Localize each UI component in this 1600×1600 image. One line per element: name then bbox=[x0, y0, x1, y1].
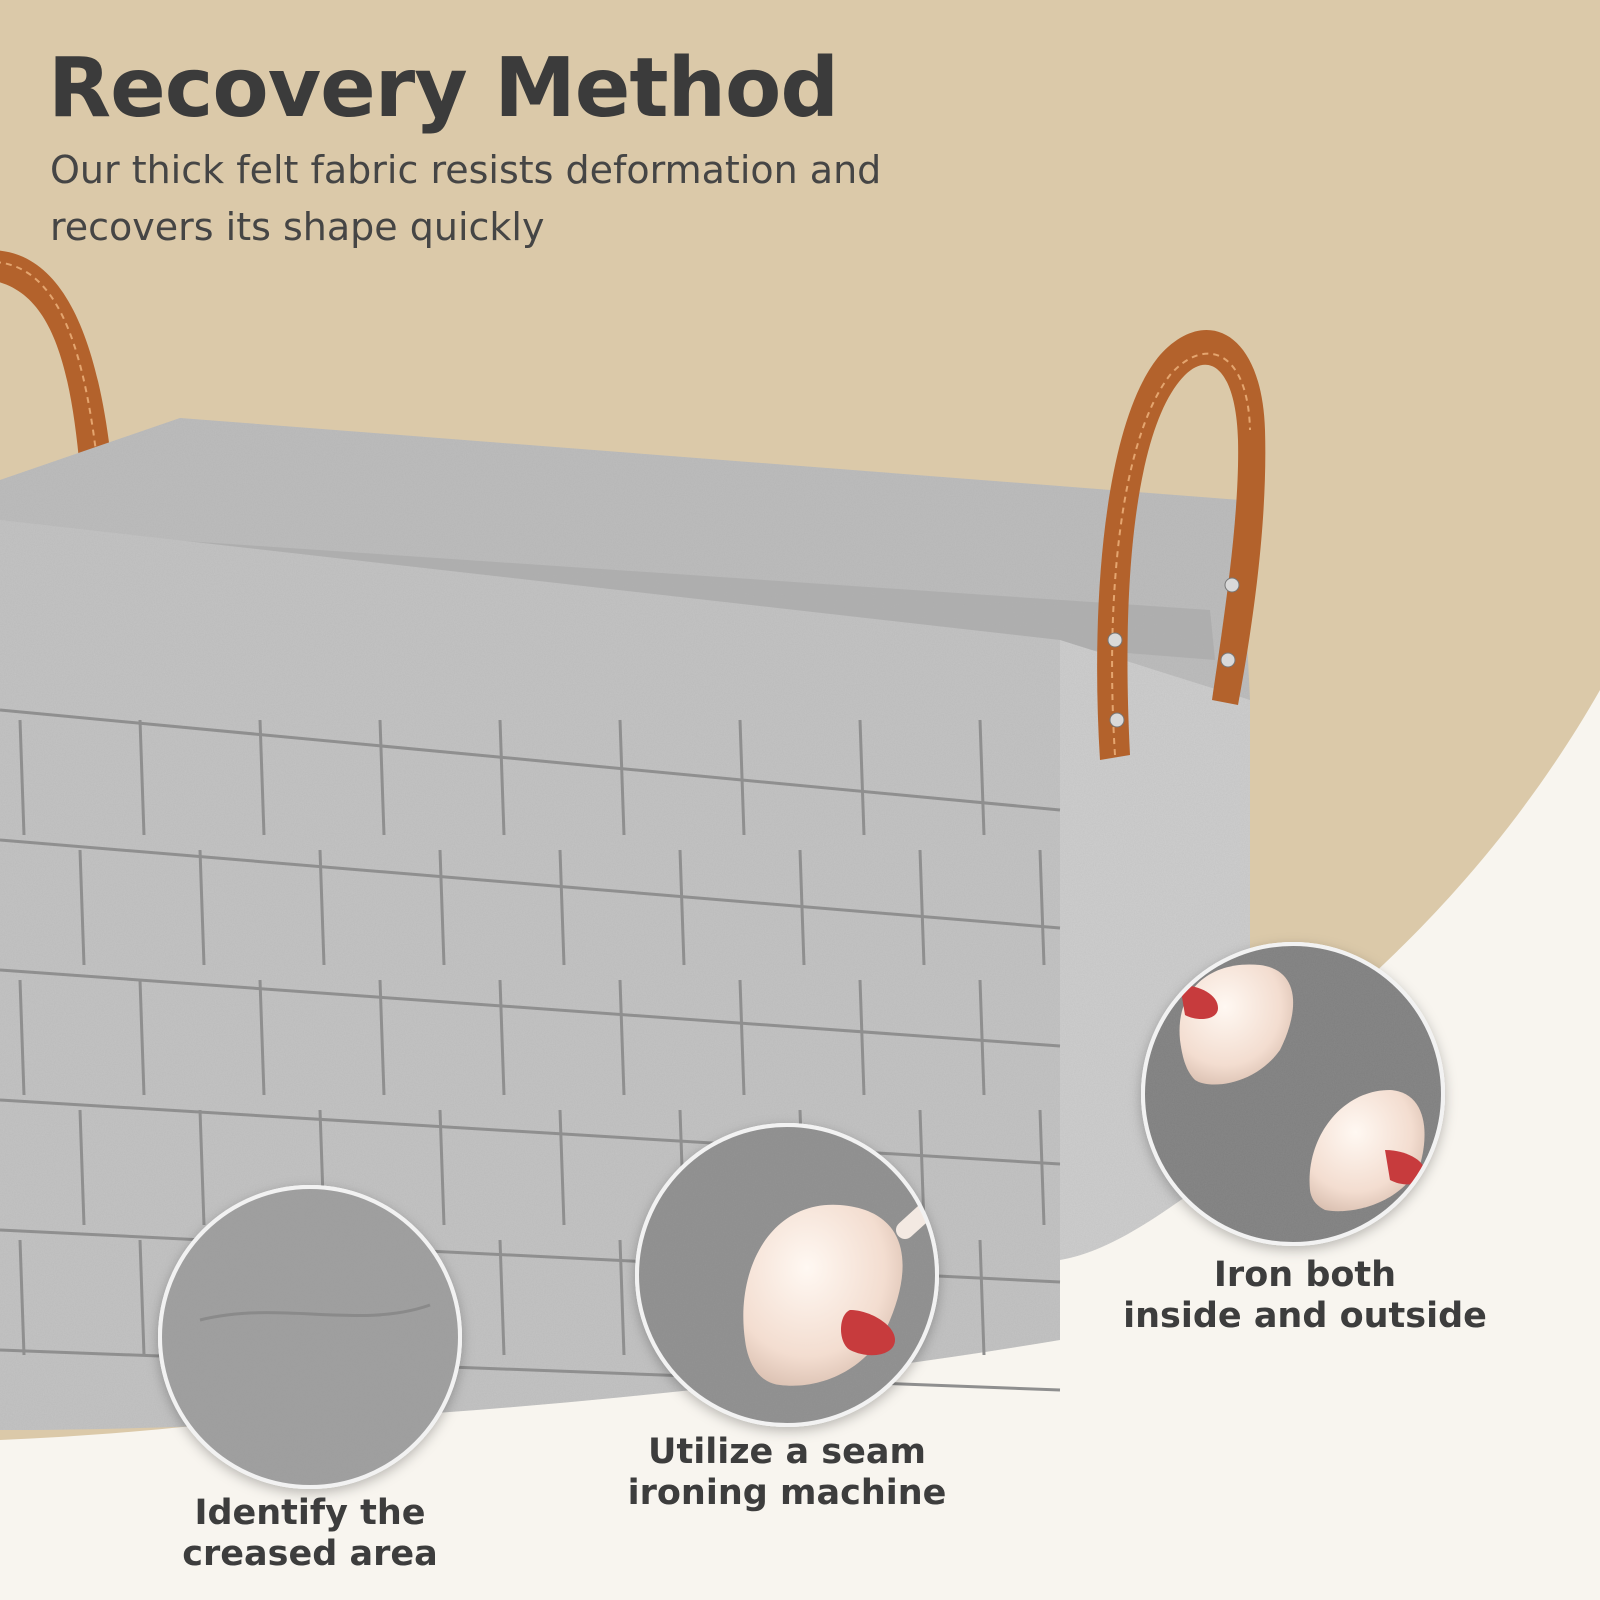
weave-column-line bbox=[618, 1239, 626, 1356]
weave-column-line bbox=[198, 1109, 206, 1226]
weave-column-line bbox=[918, 1109, 926, 1226]
weave-column-line bbox=[558, 849, 566, 966]
weave-column-line bbox=[618, 979, 626, 1096]
weave-column-line bbox=[618, 719, 626, 836]
weave-column-line bbox=[78, 849, 86, 966]
weave-column-line bbox=[18, 719, 26, 836]
step-label-line: ironing machine bbox=[627, 1473, 947, 1513]
weave-column-line bbox=[798, 849, 806, 966]
page-title: Recovery Method bbox=[48, 41, 839, 136]
step-seam-iron-label: Utilize a seam ironing machine bbox=[612, 1432, 962, 1514]
weave-column-line bbox=[138, 979, 146, 1096]
weave-column-line bbox=[198, 849, 206, 966]
weave-column-line bbox=[558, 1109, 566, 1226]
weave-column-line bbox=[438, 849, 446, 966]
weave-column-line bbox=[258, 719, 266, 836]
weave-column-line bbox=[138, 719, 146, 836]
weave-row-line bbox=[0, 1098, 1061, 1166]
weave-column-line bbox=[498, 719, 506, 836]
weave-column-line bbox=[138, 1239, 146, 1356]
weave-column-line bbox=[378, 719, 386, 836]
subtitle-line: recovers its shape quickly bbox=[50, 205, 545, 249]
weave-column-line bbox=[498, 1239, 506, 1356]
step-label-line: inside and outside bbox=[1123, 1296, 1487, 1336]
weave-column-line bbox=[378, 979, 386, 1096]
weave-column-line bbox=[1038, 849, 1046, 966]
step-label-line: Iron both bbox=[1213, 1255, 1397, 1295]
weave-column-line bbox=[258, 979, 266, 1096]
weave-column-line bbox=[918, 849, 926, 966]
weave-column-line bbox=[858, 719, 866, 836]
weave-row-line bbox=[0, 838, 1061, 930]
step-label-line: Utilize a seam bbox=[648, 1432, 926, 1472]
weave-column-line bbox=[978, 979, 986, 1096]
step-label-line: creased area bbox=[182, 1534, 438, 1574]
step-iron-both-label: Iron both inside and outside bbox=[1110, 1255, 1500, 1337]
weave-column-line bbox=[78, 1109, 86, 1226]
seam-iron-icon bbox=[635, 1123, 939, 1427]
weave-column-line bbox=[678, 849, 686, 966]
step-label-line: Identify the bbox=[194, 1493, 426, 1533]
weave-column-line bbox=[318, 849, 326, 966]
page-subtitle: Our thick felt fabric resists deformatio… bbox=[50, 142, 1010, 256]
weave-column-line bbox=[18, 979, 26, 1096]
weave-row-line bbox=[0, 968, 1061, 1048]
weave-column-line bbox=[738, 979, 746, 1096]
felt-closeup-icon bbox=[158, 1185, 462, 1489]
weave-column-line bbox=[1038, 1109, 1046, 1226]
step-identify-label: Identify the creased area bbox=[160, 1493, 460, 1575]
weave-column-line bbox=[738, 719, 746, 836]
double-iron-icon bbox=[1141, 942, 1445, 1246]
weave-column-line bbox=[978, 1239, 986, 1356]
weave-column-line bbox=[438, 1109, 446, 1226]
weave-column-line bbox=[498, 979, 506, 1096]
weave-column-line bbox=[858, 979, 866, 1096]
left-handle bbox=[0, 250, 110, 470]
weave-column-line bbox=[978, 719, 986, 836]
subtitle-line: Our thick felt fabric resists deformatio… bbox=[50, 148, 882, 192]
weave-row-line bbox=[0, 708, 1061, 812]
weave-column-line bbox=[18, 1239, 26, 1356]
